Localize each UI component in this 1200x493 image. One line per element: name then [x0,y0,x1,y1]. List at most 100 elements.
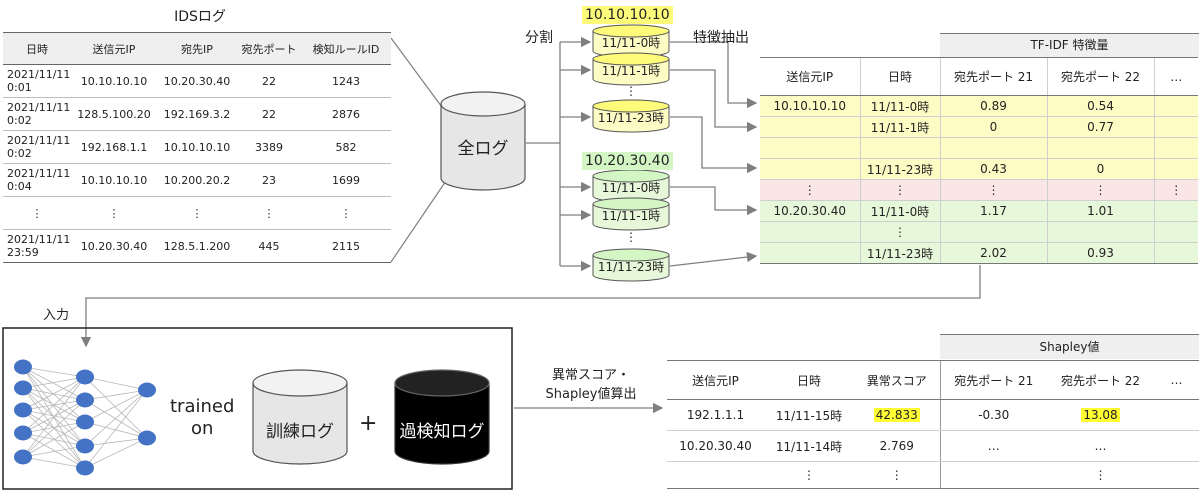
input-arrow [80,265,981,348]
funnel-line-top [390,37,451,119]
shapley-cell: 11/11-15時 [764,399,854,431]
shapley-cell: ⋮ [764,461,854,489]
nn-edge [22,432,86,469]
ids-log-cell: ⋮ [3,196,71,230]
shapley-cell: 10.20.30.40 [667,430,764,462]
tfidf-cell: ⋮ [760,179,860,201]
nn-edge [84,421,148,439]
nn-node [138,430,156,446]
tfidf-cell [1153,200,1198,222]
ids-log-cell: 1243 [301,64,391,98]
ids-log-cell: 192.169.3.2 [157,97,237,131]
tfidf-header-more: … [1153,57,1198,96]
nn-edge [22,409,86,469]
nn-edge [84,437,148,469]
ids-log-cell: 2021/11/11 23:59 [3,229,71,263]
nn-edge [84,437,148,447]
ids-log-cell: 2876 [301,97,391,131]
ids-log-cell: 10.20.30.40 [71,229,157,263]
ids-header-src-ip: 送信元IP [71,32,157,65]
train-log-cylinder [252,369,348,465]
tfidf-table: 送信元IP 日時 宛先ポート 21 宛先ポート 22 … 10.10.10.10… [760,57,1198,264]
tfidf-cell: ⋮ [859,221,940,243]
shapley-header-more: … [1154,360,1199,400]
nn-edge [22,456,86,469]
ids-log-cell: 10.200.20.2 [157,163,237,197]
slice-label: 11/11-1時 [601,209,661,223]
plus-sign: + [359,411,378,436]
slice-label: 11/11-23時 [597,111,665,125]
fp-log-label: 過検知ログ [399,422,485,442]
shapley-cell: … [939,430,1047,462]
nn-node [14,380,32,396]
nn-edge [22,376,86,434]
input-label: 入力 [43,308,70,323]
tfidf-cell: ⋮ [939,179,1047,201]
nn-edge [22,445,86,458]
ids-log-cell: 10.10.10.10 [71,64,157,98]
nn-edges [22,366,148,469]
tfidf-cell: 1.01 [1046,200,1154,222]
nn-node [14,425,32,441]
shapley-cell [1154,461,1199,489]
ids-log-table: 日時 送信元IP 宛先IP 宛先ポート 検知ルールID 2021/11/11 0… [3,32,391,263]
ids-log-cell: 582 [301,130,391,164]
ids-log-title: IDSログ [174,9,226,25]
nn-edge [84,376,148,439]
ids-log-cell: 3389 [237,130,301,164]
slice-cylinder-top [592,197,670,211]
nn-nodes [14,359,156,476]
nn-edge [22,366,86,378]
tfidf-cell: 0 [939,116,1047,138]
tfidf-cell: 0 [1046,158,1154,180]
tfidf-cell [939,137,1047,159]
tfidf-cell: 11/11-23時 [859,158,940,180]
tfidf-cell: ⋮ [1046,179,1154,201]
group-ip-2: 10.20.30.40 [582,152,673,170]
trained-on-label: trained on [170,396,235,439]
shapley-header-port22: 宛先ポート 22 [1047,360,1154,400]
shapley-group-header: Shapley値 [940,334,1199,359]
slice-cylinder-top [592,248,670,262]
nn-edge [84,389,148,469]
nn-node [76,438,94,454]
tfidf-cell [1153,137,1198,159]
nn-edge [84,389,148,401]
fp-log-cylinder [394,369,490,465]
ids-log-cell: ⋮ [301,196,391,230]
shapley-header-datetime: 日時 [764,360,854,400]
shapley-header-src-ip: 送信元IP [667,360,764,400]
ids-log-cell: ⋮ [237,196,301,230]
tfidf-cell [1153,95,1198,117]
tfidf-cell: 11/11-23時 [859,242,940,264]
model-box [2,327,513,490]
nn-edge [22,366,86,401]
tfidf-cell [1153,116,1198,138]
ids-header-rule-id: 検知ルールID [301,32,391,65]
shapley-table: 送信元IP 日時 異常スコア 宛先ポート 21 宛先ポート 22 … 192.1… [667,360,1199,489]
ids-log-cell: 128.5.100.20 [71,97,157,131]
nn-edge [22,421,86,458]
ids-log-cell: ⋮ [157,196,237,230]
ids-log-cell: 10.10.10.10 [71,163,157,197]
tfidf-cell: ⋮ [859,179,940,201]
extract-arrows [669,41,758,267]
ids-log-cell: 2021/11/11 0:02 [3,130,71,164]
anomaly-label: 異常スコア・ Shapley値算出 [545,368,637,402]
tfidf-cell [760,221,860,243]
tfidf-cell [760,242,860,264]
ids-log-cell: 23 [237,163,301,197]
shapley-cell: 13.08 [1047,399,1154,431]
tfidf-cell: 0.89 [939,95,1047,117]
tfidf-cell [939,221,1047,243]
slice-cylinder [592,59,670,86]
tfidf-cell [1046,221,1154,243]
ids-log-cell: 2021/11/11 0:02 [3,97,71,131]
slice-cylinder-top [592,52,670,66]
